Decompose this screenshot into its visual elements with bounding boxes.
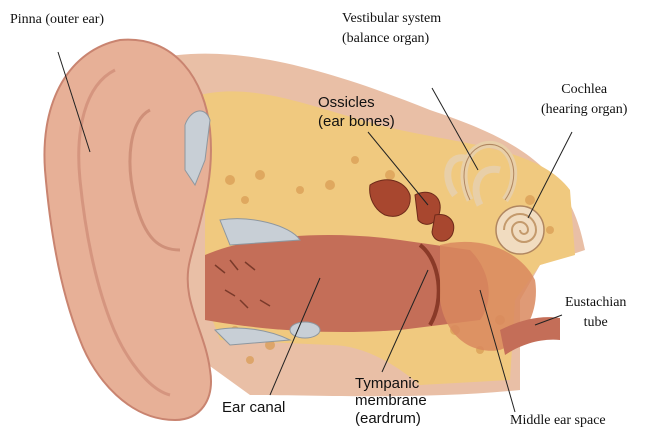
pinna	[44, 40, 211, 420]
label-vestibular-line2: (balance organ)	[342, 31, 441, 47]
label-ossicles-line1: Ossicles	[318, 94, 395, 111]
label-cochlea: Cochlea (hearing organ)	[541, 82, 627, 118]
cochlea	[496, 206, 544, 254]
label-tympanic-line3: (eardrum)	[355, 410, 427, 427]
cartilage-nodule	[290, 322, 320, 338]
label-eustachian-tube: Eustachian tube	[565, 295, 626, 331]
label-pinna: Pinna (outer ear)	[10, 12, 104, 28]
label-tympanic-membrane: Tympanic membrane (eardrum)	[355, 375, 427, 427]
label-eustachian-line1: Eustachian	[565, 295, 626, 311]
label-vestibular-system: Vestibular system (balance organ)	[342, 11, 441, 47]
label-tympanic-line2: membrane	[355, 392, 427, 409]
label-ossicles: Ossicles (ear bones)	[318, 94, 395, 131]
label-ear-canal: Ear canal	[222, 399, 285, 416]
label-middle-ear-space: Middle ear space	[510, 413, 606, 429]
label-cochlea-line2: (hearing organ)	[541, 102, 627, 118]
label-vestibular-line1: Vestibular system	[342, 11, 441, 27]
label-tympanic-line1: Tympanic	[355, 375, 427, 392]
label-ossicles-line2: (ear bones)	[318, 113, 395, 130]
label-eustachian-line2: tube	[565, 315, 626, 331]
label-cochlea-line1: Cochlea	[541, 82, 627, 98]
